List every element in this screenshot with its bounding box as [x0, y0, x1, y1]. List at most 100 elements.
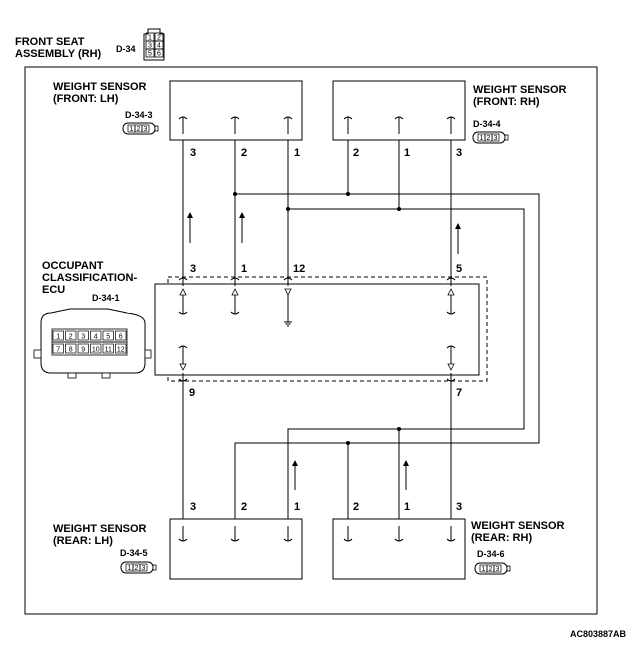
- wire-harness: [182, 140, 540, 519]
- ecu-box: [154, 283, 480, 376]
- ecu-label: OCCUPANT CLASSIFICATION- ECU D-34-1: [42, 260, 137, 303]
- front-lh-line2: (FRONT: LH): [53, 93, 119, 105]
- connector-pin: 2: [137, 126, 141, 133]
- rear-rh-connector-icon: 1 2 3: [474, 562, 511, 575]
- assembly-connector-icon: 1 2 3 4 5 6: [143, 28, 165, 61]
- assembly-title-line2: ASSEMBLY (RH): [15, 48, 102, 60]
- assembly-pin: 6: [157, 51, 161, 58]
- front-lh-line1: WEIGHT SENSOR: [53, 81, 147, 93]
- front-rh-connector-id: D-34-4: [473, 119, 501, 129]
- connector-pin: 1: [128, 565, 132, 572]
- connector-pin: 3: [142, 565, 146, 572]
- sensor-pin-number: 3: [190, 147, 196, 159]
- ecu-connector-id: D-34-1: [92, 293, 120, 303]
- ecu-pin-numbers: 3 1 12 5 9 7: [189, 263, 462, 399]
- rear-lh-line1: WEIGHT SENSOR: [53, 523, 147, 535]
- assembly-pin: 2: [157, 35, 161, 42]
- connector-pin: 1: [480, 135, 484, 142]
- sensor-pin-number: 2: [353, 147, 359, 159]
- connector-pin: 1: [482, 566, 486, 573]
- rear-lh-connector-id: D-34-5: [120, 548, 148, 558]
- ecu-title-line1: OCCUPANT: [42, 260, 104, 272]
- front-lh-connector-icon: 1 2 3: [122, 122, 159, 135]
- rear-lh-sensor-box: [169, 518, 303, 580]
- rear-lh-connector-icon: 1 2 3: [120, 561, 157, 574]
- sensor-pin-number: 2: [353, 501, 359, 513]
- sensor-pin-number: 1: [294, 501, 300, 513]
- ecu-pin-number: 12: [293, 263, 305, 275]
- rear-rh-line2: (REAR: RH): [471, 532, 532, 544]
- sensor-pin-number: 3: [456, 147, 462, 159]
- rear-lh-line2: (REAR: LH): [53, 535, 113, 547]
- ecu-connector-pin: 9: [81, 347, 85, 354]
- ecu-connector-pin: 7: [56, 347, 60, 354]
- sensor-pin-number: 1: [404, 147, 410, 159]
- rear-rh-connector-id: D-34-6: [477, 549, 505, 559]
- sensor-pin-number: 1: [404, 501, 410, 513]
- assembly-pin: 5: [148, 51, 152, 58]
- assembly-frame: [24, 66, 598, 615]
- ecu-pin-number: 1: [241, 263, 247, 275]
- ecu-connector-pin: 10: [92, 347, 100, 354]
- ecu-internal-pins: [178, 288, 456, 371]
- assembly-pin: 3: [148, 43, 152, 50]
- assembly-label: FRONT SEAT ASSEMBLY (RH) D-34: [15, 36, 136, 60]
- sensor-pin-number: 3: [190, 501, 196, 513]
- connector-pin: 2: [135, 565, 139, 572]
- connector-pin: 2: [487, 135, 491, 142]
- ecu-connector-cell: [102, 343, 114, 354]
- front-lh-sensor-box: [169, 80, 303, 141]
- figure-id: AC803887AB: [570, 629, 627, 639]
- ecu-connector-pin: 3: [81, 334, 85, 341]
- ecu-connector-cell: [52, 330, 64, 341]
- connector-pin: 3: [144, 126, 148, 133]
- ecu-connector-cell: [77, 330, 89, 341]
- assembly-pin: 4: [157, 43, 161, 50]
- ecu-connector-pin: 4: [94, 334, 98, 341]
- front-lh-sensor-label: WEIGHT SENSOR (FRONT: LH) D-34-3: [53, 81, 153, 120]
- ecu-pin-number: 3: [190, 263, 196, 275]
- rear-sensor-internal-stubs: [178, 526, 456, 542]
- ecu-connector-cell: [115, 330, 127, 341]
- ecu-connector-pin: 1: [56, 334, 60, 341]
- rear-rh-line1: WEIGHT SENSOR: [471, 520, 565, 532]
- sensor-pin-number: 2: [241, 501, 247, 513]
- ecu-title-line2: CLASSIFICATION-: [42, 272, 137, 284]
- front-rh-line1: WEIGHT SENSOR: [473, 84, 567, 96]
- front-rh-connector-icon: 1 2 3: [472, 131, 509, 144]
- connector-pin: 3: [494, 135, 498, 142]
- ecu-connector-cell: [102, 330, 114, 341]
- ecu-connector-pin: 6: [119, 334, 123, 341]
- assembly-pin: 1: [148, 35, 152, 42]
- assembly-connector-id: D-34: [116, 44, 136, 54]
- ecu-connector-cell: [77, 343, 89, 354]
- ecu-connector-pin: 11: [105, 347, 112, 354]
- sensor-pin-number: 3: [456, 501, 462, 513]
- front-rh-sensor-label: WEIGHT SENSOR (FRONT: RH) D-34-4: [473, 84, 567, 129]
- ecu-pin-number: 5: [456, 263, 462, 275]
- ecu-connector-cell: [52, 343, 64, 354]
- front-sensor-pin-numbers: 3 2 1 2 1 3: [190, 147, 462, 159]
- front-sensor-internal-stubs: [178, 116, 456, 134]
- ecu-connector-cell: [65, 330, 77, 341]
- assembly-title-line1: FRONT SEAT: [15, 36, 85, 48]
- signal-arrows: [187, 212, 461, 490]
- ecu-connector-pin: 8: [69, 347, 73, 354]
- ecu-pin-number: 9: [189, 387, 195, 399]
- connector-pin: 1: [130, 126, 134, 133]
- ecu-connector-cell: [90, 330, 102, 341]
- ecu-connector-cell: [115, 343, 127, 354]
- ecu-connector-pin: 12: [117, 347, 125, 354]
- rear-sensor-pin-numbers: 3 2 1 2 1 3: [190, 501, 462, 513]
- connector-pin: 2: [489, 566, 493, 573]
- front-lh-connector-id: D-34-3: [125, 110, 153, 120]
- rear-lh-sensor-label: WEIGHT SENSOR (REAR: LH) D-34-5: [53, 523, 148, 558]
- sensor-pin-number: 2: [241, 147, 247, 159]
- ecu-connector-pin: 5: [106, 334, 110, 341]
- ecu-connector-cell: [90, 343, 102, 354]
- sensor-pin-number: 1: [294, 147, 300, 159]
- rear-rh-sensor-label: WEIGHT SENSOR (REAR: RH) D-34-6: [471, 520, 565, 559]
- front-rh-line2: (FRONT: RH): [473, 96, 540, 108]
